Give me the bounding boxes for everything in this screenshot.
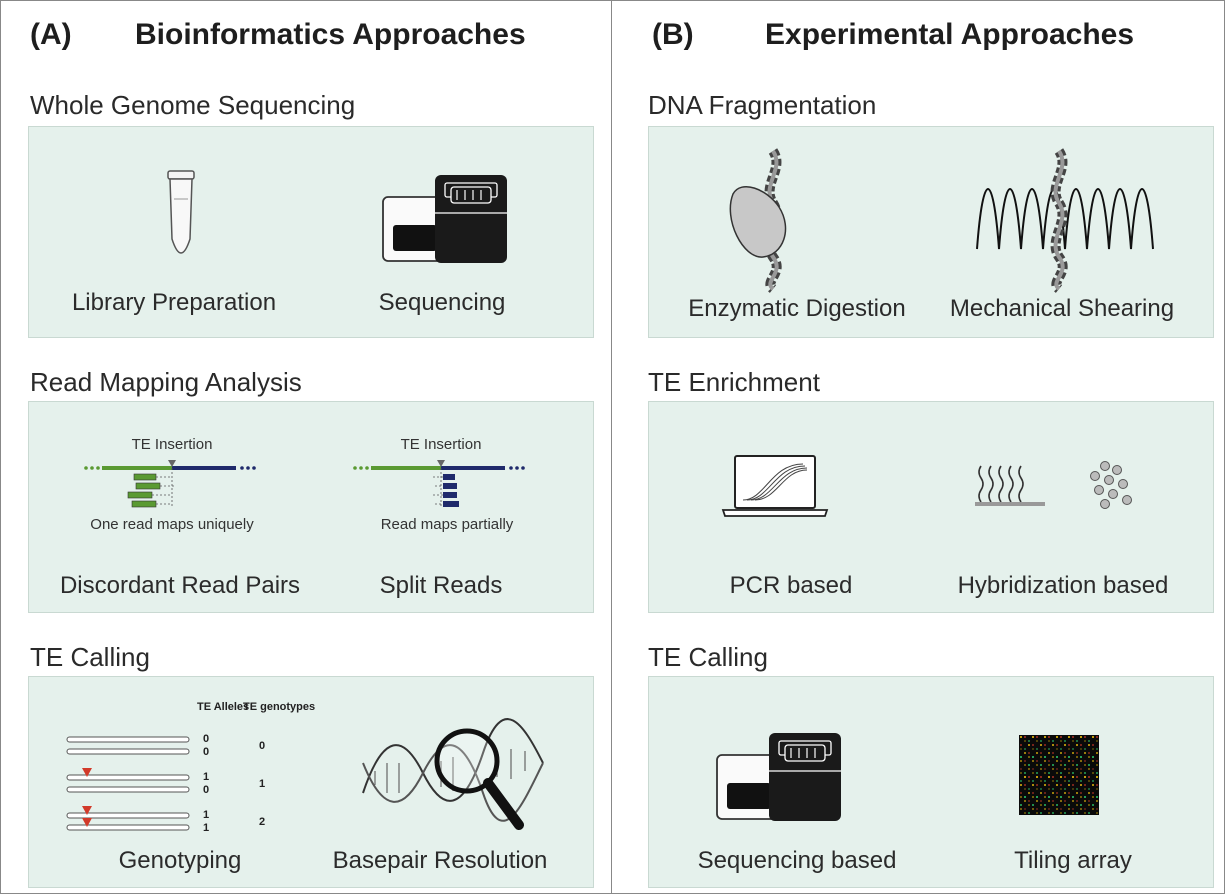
allele-row2-a: 1 <box>203 771 210 783</box>
caption-sequencing: Sequencing <box>378 289 506 316</box>
panel-b: (B) Experimental Approaches DNA Fragment… <box>612 0 1223 894</box>
section-title-dna-fragmentation: DNA Fragmentation <box>648 90 877 120</box>
tiling-array-icon <box>1019 735 1099 815</box>
label-te-insertion-right: TE Insertion <box>400 436 482 453</box>
hybridization-icon <box>975 461 1132 509</box>
section-title-wgs: Whole Genome Sequencing <box>30 90 356 120</box>
section-panel-te-calling-b: Sequencing based Tiling array <box>648 676 1214 888</box>
genotype-row1: 0 <box>259 740 266 752</box>
caption-mechanical-shearing: Mechanical Shearing <box>949 295 1175 322</box>
allele-bars-diagram <box>66 736 190 831</box>
allele-row1-b: 0 <box>203 746 210 758</box>
label-te-insertion-left: TE Insertion <box>131 436 213 453</box>
caption-enzymatic-digestion: Enzymatic Digestion <box>688 295 906 322</box>
note-read-maps-partially: Read maps partially <box>380 516 514 533</box>
caption-pcr-based: PCR based <box>729 572 853 599</box>
header-te-alleles: TE Alleles <box>197 701 250 713</box>
caption-discordant-read-pairs: Discordant Read Pairs <box>59 572 301 599</box>
discordant-read-pairs-diagram <box>84 460 256 508</box>
dna-magnifier-icon <box>362 718 544 830</box>
column-divider <box>611 0 612 894</box>
caption-genotyping: Genotyping <box>118 847 242 874</box>
caption-split-reads: Split Reads <box>379 572 503 599</box>
header-te-genotypes: TE genotypes <box>243 701 316 713</box>
section-title-te-calling-b: TE Calling <box>648 642 768 672</box>
allele-row1-a: 0 <box>203 733 210 745</box>
panel-a-title: Bioinformatics Approaches <box>135 18 526 51</box>
caption-basepair-resolution: Basepair Resolution <box>332 847 548 874</box>
panel-a-label: (A) <box>30 18 72 51</box>
section-title-read-mapping: Read Mapping Analysis <box>30 367 302 397</box>
section-panel-te-calling-a: TE Alleles TE genotypes 0 0 0 1 0 1 1 1 … <box>28 676 594 888</box>
section-title-te-calling-a: TE Calling <box>30 642 150 672</box>
sequencer-icon <box>382 175 507 263</box>
section-panel-dna-fragmentation: Enzymatic Digestion Mechanical Shearing <box>648 126 1214 338</box>
caption-hybridization-based: Hybridization based <box>957 572 1169 599</box>
laptop-pcr-icon <box>721 455 829 517</box>
allele-row3-b: 1 <box>203 822 210 834</box>
enzymatic-digestion-icon <box>729 148 787 293</box>
allele-row3-a: 1 <box>203 809 210 821</box>
allele-row2-b: 0 <box>203 784 210 796</box>
genotype-row3: 2 <box>259 816 266 828</box>
panel-a: (A) Bioinformatics Approaches Whole Geno… <box>0 0 611 894</box>
section-panel-te-enrichment: PCR based Hybridization based <box>648 401 1214 613</box>
mechanical-shearing-icon <box>976 148 1154 293</box>
section-panel-wgs: Library Preparation Sequencing <box>28 126 594 338</box>
genotype-row2: 1 <box>259 778 266 790</box>
panel-b-title: Experimental Approaches <box>765 18 1135 51</box>
section-title-te-enrichment: TE Enrichment <box>648 367 820 397</box>
panel-b-label: (B) <box>652 18 694 51</box>
caption-tiling-array: Tiling array <box>1014 847 1132 874</box>
split-reads-diagram <box>353 460 525 508</box>
microtube-icon <box>167 170 195 254</box>
caption-library-preparation: Library Preparation <box>71 289 277 316</box>
sequencer-icon <box>716 733 841 821</box>
section-panel-read-mapping: TE Insertion TE Insertion <box>28 401 594 613</box>
note-one-read-maps-uniquely: One read maps uniquely <box>90 516 254 533</box>
caption-sequencing-based: Sequencing based <box>697 847 897 874</box>
